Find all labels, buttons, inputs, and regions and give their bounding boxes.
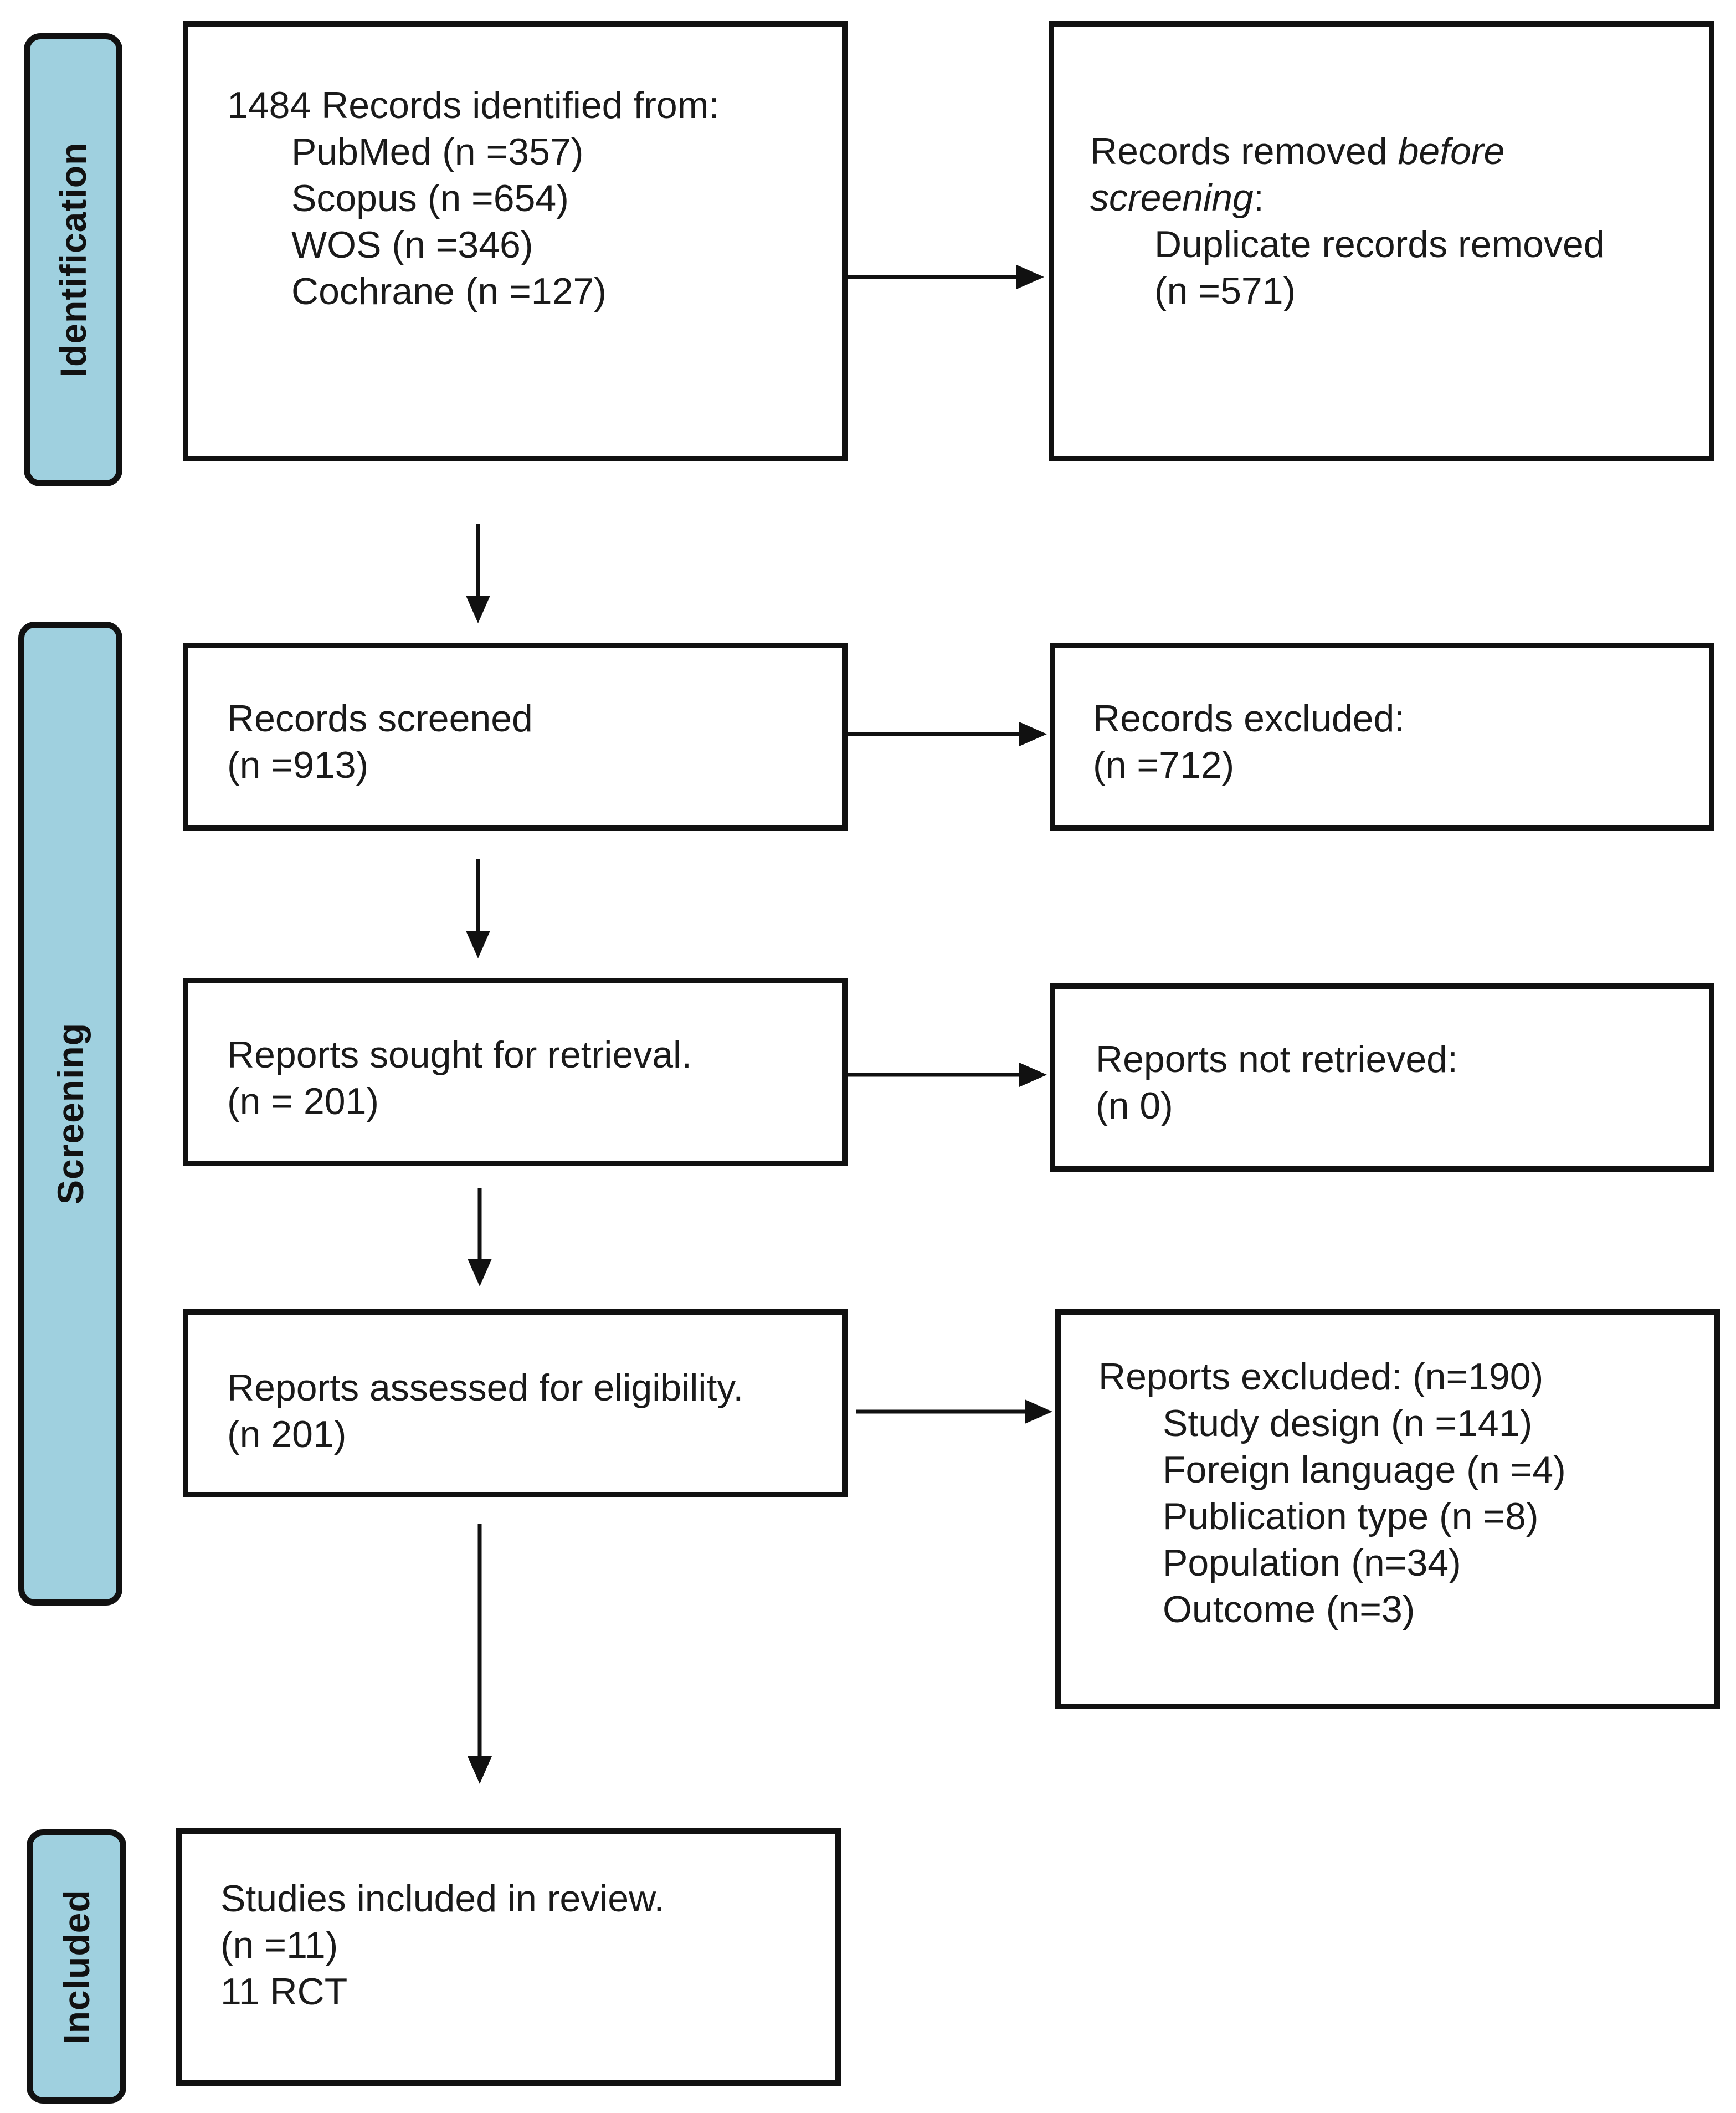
duplicates-removed-label: Duplicate records removed xyxy=(1154,223,1605,265)
arrow-sought-to-not-retrieved xyxy=(848,1063,1047,1087)
reports-excluded-box: Reports excluded: (n=190) Study design (… xyxy=(1055,1309,1720,1709)
records-removed-box: Records removed before screening: Duplic… xyxy=(1049,21,1714,461)
reports-sought-count: (n = 201) xyxy=(227,1080,379,1122)
reports-not-retrieved-count: (n 0) xyxy=(1096,1085,1173,1127)
records-screened-count: (n =913) xyxy=(227,744,369,786)
reports-sought-box: Reports sought for retrieval. (n = 201) xyxy=(183,978,848,1166)
reason-outcome: Outcome (n=3) xyxy=(1163,1588,1415,1630)
records-excluded-box: Records excluded: (n =712) xyxy=(1050,643,1714,831)
records-screened-box: Records screened (n =913) xyxy=(183,643,848,831)
studies-included-detail: 11 RCT xyxy=(220,1971,348,2013)
reports-assessed-label: Reports assessed for eligibility. xyxy=(227,1367,744,1409)
reason-study-design: Study design (n =141) xyxy=(1163,1402,1533,1444)
reports-assessed-box: Reports assessed for eligibility. (n 201… xyxy=(183,1309,848,1497)
arrow-identified-to-removed xyxy=(848,265,1044,289)
records-excluded-label: Records excluded: xyxy=(1093,698,1405,740)
studies-included-box: Studies included in review. (n =11) 11 R… xyxy=(176,1828,841,2086)
arrow-down-to-included xyxy=(468,1524,492,1784)
phase-screening: Screening xyxy=(18,622,122,1606)
records-identified-box: 1484 Records identified from: PubMed (n … xyxy=(183,21,848,461)
arrow-assessed-to-excluded xyxy=(856,1399,1052,1424)
arrow-down-to-screened xyxy=(466,524,490,623)
source-scopus: Scopus (n =654) xyxy=(291,177,569,219)
records-removed-heading-cont: screening: xyxy=(1090,177,1264,219)
records-excluded-count: (n =712) xyxy=(1093,744,1235,786)
duplicates-removed-count: (n =571) xyxy=(1154,270,1296,312)
records-identified-heading: 1484 Records identified from: xyxy=(227,84,720,126)
arrow-down-to-assessed xyxy=(468,1188,492,1286)
reports-excluded-heading: Reports excluded: (n=190) xyxy=(1098,1356,1544,1398)
reports-assessed-count: (n 201) xyxy=(227,1413,347,1455)
arrow-screened-to-excluded xyxy=(848,722,1047,746)
source-cochrane: Cochrane (n =127) xyxy=(291,270,607,312)
reason-publication-type: Publication type (n =8) xyxy=(1163,1495,1539,1537)
reports-sought-label: Reports sought for retrieval. xyxy=(227,1034,692,1076)
records-removed-heading: Records removed before xyxy=(1090,130,1505,172)
reason-population: Population (n=34) xyxy=(1163,1542,1461,1584)
studies-included-count: (n =11) xyxy=(220,1924,338,1966)
reports-not-retrieved-label: Reports not retrieved: xyxy=(1096,1038,1458,1080)
phase-identification: Identification xyxy=(24,33,122,486)
source-pubmed: PubMed (n =357) xyxy=(291,131,584,173)
arrow-down-to-sought xyxy=(466,859,490,958)
phase-included: Included xyxy=(27,1829,126,2104)
records-screened-label: Records screened xyxy=(227,698,533,740)
source-wos: WOS (n =346) xyxy=(291,224,533,266)
studies-included-label: Studies included in review. xyxy=(220,1878,665,1920)
reports-not-retrieved-box: Reports not retrieved: (n 0) xyxy=(1050,983,1714,1172)
reason-foreign-language: Foreign language (n =4) xyxy=(1163,1449,1566,1491)
